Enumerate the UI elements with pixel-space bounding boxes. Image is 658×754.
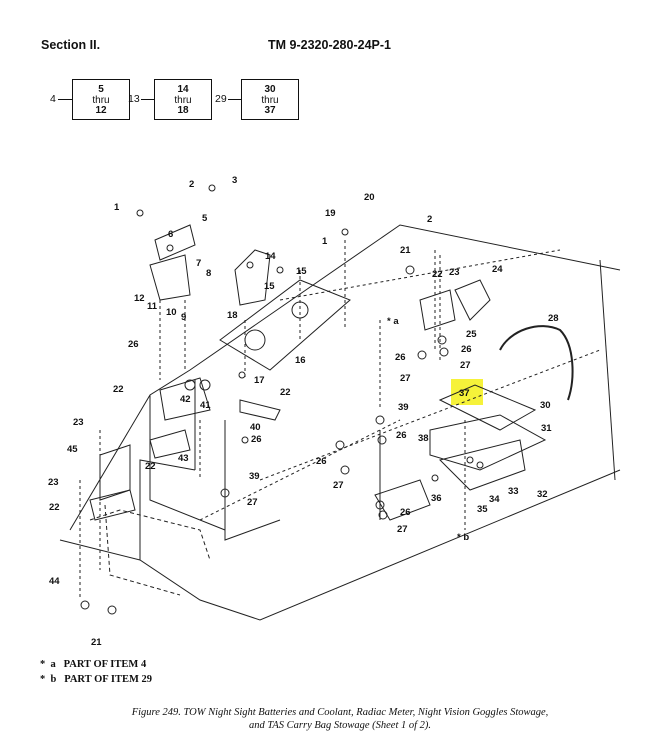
callout-28: 28 xyxy=(548,313,559,324)
callout-36: 36 xyxy=(431,493,442,504)
callout-26: 26 xyxy=(251,434,262,445)
callout-15: 15 xyxy=(264,281,275,292)
locator-lead-3: 29 xyxy=(215,93,227,105)
callout-24: 24 xyxy=(492,264,503,275)
note-b: * b PART OF ITEM 29 xyxy=(40,674,152,685)
callout-5: 5 xyxy=(202,213,208,224)
callout-7: 7 xyxy=(196,258,201,269)
locator-box-1: 5 thru 12 xyxy=(72,79,130,120)
callout-26: 26 xyxy=(400,507,411,518)
callout-26: 26 xyxy=(396,430,407,441)
locator-box-3: 30 thru 37 xyxy=(241,79,299,120)
callout-23: 23 xyxy=(449,267,460,278)
callout-42: 42 xyxy=(180,394,191,405)
locator-from: 30 xyxy=(264,84,276,95)
highlight-marker xyxy=(451,379,483,405)
body-floor-edge xyxy=(59,469,621,621)
callout-star-b: * b xyxy=(457,532,469,543)
locator-to: 37 xyxy=(264,105,276,116)
callout-41: 41 xyxy=(200,400,211,411)
callout-6: 6 xyxy=(168,229,173,240)
callout-22: 22 xyxy=(432,269,443,280)
locator-lead-1: 4 xyxy=(50,93,56,105)
callout-2: 2 xyxy=(189,179,194,190)
callout-15: 15 xyxy=(296,266,307,277)
callout-39: 39 xyxy=(249,471,260,482)
note-mark: * xyxy=(40,659,46,670)
callout-35: 35 xyxy=(477,504,488,515)
caption-line-2: and TAS Carry Bag Stowage (Sheet 1 of 2)… xyxy=(248,720,432,731)
callout-22: 22 xyxy=(49,502,60,513)
locator-box-2: 14 thru 18 xyxy=(154,79,212,120)
callout-22: 22 xyxy=(280,387,291,398)
note-mark: * xyxy=(40,674,46,685)
callout-1b: 1 xyxy=(322,236,328,247)
section-label: Section II. xyxy=(41,38,101,52)
locator-thru: thru xyxy=(92,94,110,106)
callout-33: 33 xyxy=(508,486,519,497)
callout-23: 23 xyxy=(48,477,59,488)
locator-from: 14 xyxy=(177,84,189,95)
callout-43: 43 xyxy=(178,453,189,464)
callout-1: 1 xyxy=(114,202,120,213)
locator-from: 5 xyxy=(98,84,104,95)
callout-38: 38 xyxy=(418,433,429,444)
note-text: PART OF ITEM 29 xyxy=(64,674,153,685)
callout-40: 40 xyxy=(250,422,261,433)
callout-26: 26 xyxy=(316,456,327,467)
callout-37: 37 xyxy=(459,388,470,399)
callout-19: 19 xyxy=(325,208,336,219)
callout-31: 31 xyxy=(541,423,552,434)
callout-star-a: * a xyxy=(387,316,399,327)
callout-26: 26 xyxy=(461,344,472,355)
callout-39: 39 xyxy=(398,402,409,413)
callout-3: 3 xyxy=(232,175,237,186)
callout-12: 12 xyxy=(134,293,145,304)
callout-27: 27 xyxy=(333,480,344,491)
callout-26: 26 xyxy=(395,352,406,363)
note-letter: b xyxy=(50,674,57,685)
callout-17: 17 xyxy=(254,375,265,386)
document-number: TM 9-2320-280-24P-1 xyxy=(268,38,391,52)
locator-to: 18 xyxy=(177,105,189,116)
callout-10: 10 xyxy=(166,307,177,318)
callout-27: 27 xyxy=(397,524,408,535)
callout-45: 45 xyxy=(67,444,78,455)
callout-23: 23 xyxy=(73,417,84,428)
callout-27: 27 xyxy=(400,373,411,384)
callout-2b: 2 xyxy=(427,214,432,225)
locator-to: 12 xyxy=(95,105,107,116)
callout-26: 26 xyxy=(128,339,139,350)
note-letter: a xyxy=(50,659,56,670)
callout-14: 14 xyxy=(265,251,276,262)
callout-11: 11 xyxy=(147,301,158,312)
note-text: PART OF ITEM 4 xyxy=(63,659,147,670)
callout-16: 16 xyxy=(295,355,306,366)
callout-18: 18 xyxy=(227,310,238,321)
figure-caption: Figure 249. TOW Night Sight Batteries an… xyxy=(60,706,620,732)
mounting-plate-16 xyxy=(219,279,351,371)
locator-lead-2: 13 xyxy=(128,93,140,105)
callout-44: 44 xyxy=(49,576,60,587)
note-a: * a PART OF ITEM 4 xyxy=(40,659,146,670)
body-top-edge xyxy=(69,224,621,531)
callout-30: 30 xyxy=(540,400,551,411)
callout-25: 25 xyxy=(466,329,477,340)
locator-thru: thru xyxy=(261,94,279,106)
callout-27: 27 xyxy=(460,360,471,371)
callout-20: 20 xyxy=(364,192,375,203)
locator-thru: thru xyxy=(174,94,192,106)
callout-32: 32 xyxy=(537,489,548,500)
callout-9: 9 xyxy=(181,312,186,323)
caption-line-1: Figure 249. TOW Night Sight Batteries an… xyxy=(131,707,549,718)
callout-21: 21 xyxy=(400,245,411,256)
callout-27: 27 xyxy=(247,497,258,508)
callout-22: 22 xyxy=(145,461,156,472)
callout-21: 21 xyxy=(91,637,102,648)
callout-22: 22 xyxy=(113,384,124,395)
callout-34: 34 xyxy=(489,494,500,505)
callout-8: 8 xyxy=(206,268,211,279)
